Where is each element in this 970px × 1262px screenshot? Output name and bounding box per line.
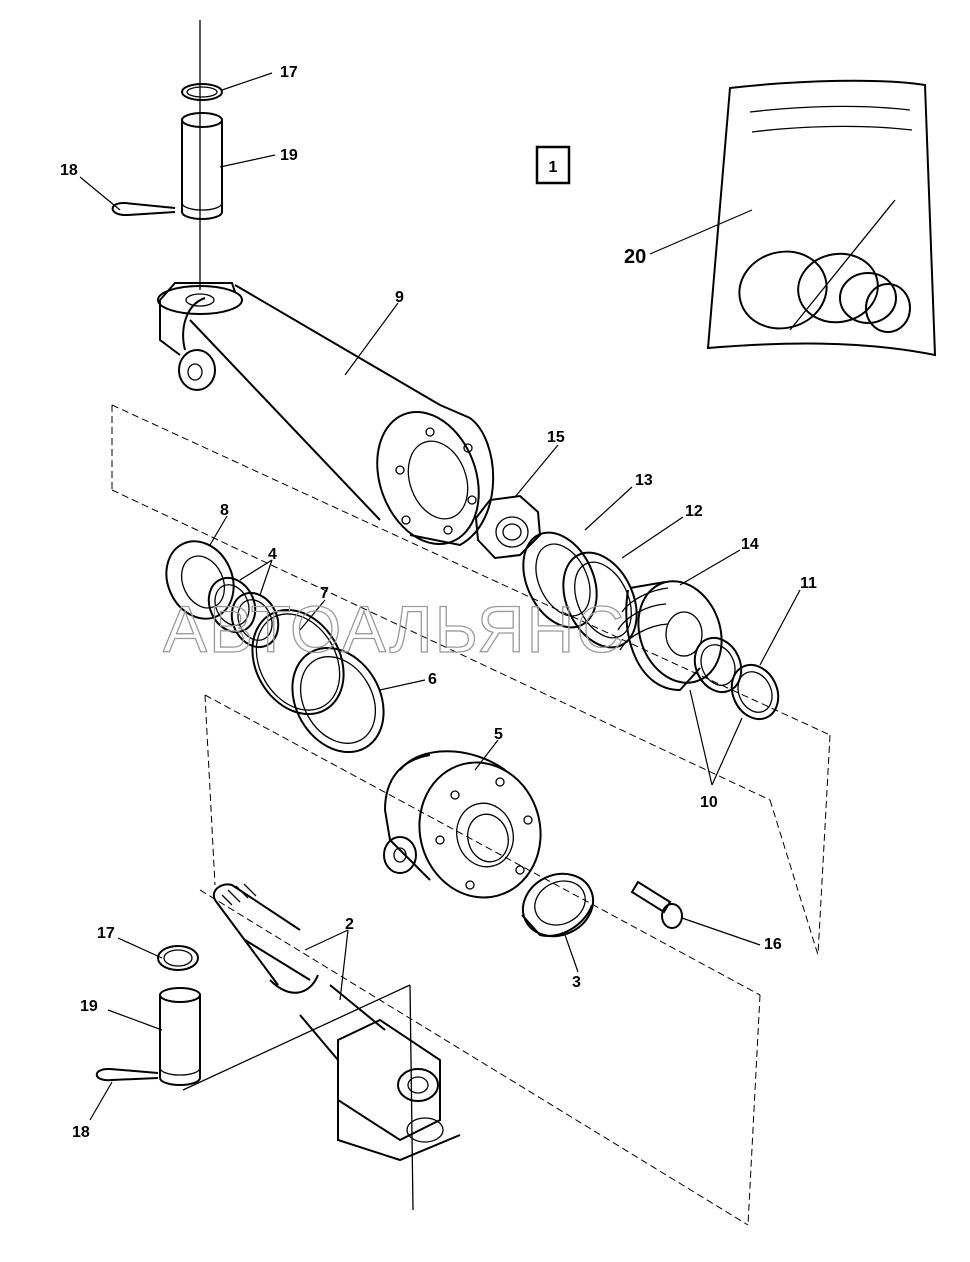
bushing bbox=[521, 872, 595, 938]
leader-lines bbox=[79, 72, 801, 1121]
circlip-bottom bbox=[157, 945, 199, 971]
callout-4: 4 bbox=[268, 546, 277, 563]
callout-7: 7 bbox=[320, 585, 329, 602]
group-box-label: 1 bbox=[549, 159, 558, 176]
callout-20: 20 bbox=[624, 246, 646, 268]
callout-17-top: 17 bbox=[280, 64, 298, 81]
callout-labels: 17 19 18 20 9 15 13 12 14 11 8 4 7 6 5 1… bbox=[60, 64, 817, 1141]
watermark: АВТОАЛЬЯНС bbox=[163, 592, 626, 666]
backup-rings-right bbox=[693, 636, 780, 721]
group-box: 1 bbox=[535, 145, 571, 185]
piston-seal bbox=[562, 551, 638, 649]
circlip-top bbox=[181, 83, 223, 101]
callout-16: 16 bbox=[764, 936, 782, 953]
o-ring bbox=[251, 608, 345, 716]
rod-seals bbox=[207, 576, 280, 649]
callout-15: 15 bbox=[547, 429, 565, 446]
guide-ring bbox=[522, 531, 598, 629]
callout-19-top: 19 bbox=[280, 147, 298, 164]
backup-ring bbox=[291, 646, 385, 754]
seal-kit-bag bbox=[706, 79, 937, 357]
callout-5: 5 bbox=[494, 726, 503, 743]
pin-top bbox=[181, 112, 223, 220]
cylinder-head bbox=[383, 750, 542, 899]
callout-12: 12 bbox=[685, 503, 703, 520]
callout-3: 3 bbox=[572, 974, 581, 991]
callout-18-bottom: 18 bbox=[72, 1124, 90, 1141]
nut bbox=[474, 494, 542, 560]
callout-10: 10 bbox=[700, 794, 718, 811]
callout-8: 8 bbox=[220, 502, 229, 519]
callout-9: 9 bbox=[395, 289, 404, 306]
callout-19-bottom: 19 bbox=[80, 998, 98, 1015]
cylinder-barrel bbox=[157, 282, 495, 547]
callout-2: 2 bbox=[345, 916, 354, 933]
callout-11: 11 bbox=[800, 575, 817, 592]
piston bbox=[617, 580, 723, 692]
callout-18-top: 18 bbox=[60, 162, 78, 179]
wiper-seal bbox=[165, 540, 235, 620]
callout-6: 6 bbox=[428, 671, 437, 688]
piston-rod bbox=[212, 883, 461, 1162]
callout-17-bottom: 17 bbox=[97, 925, 115, 942]
callout-13: 13 bbox=[635, 472, 653, 489]
split-pin-top bbox=[111, 201, 176, 217]
alignment-lines bbox=[111, 20, 831, 1226]
bolt bbox=[630, 880, 683, 929]
split-pin-bottom bbox=[95, 1067, 159, 1082]
callout-14: 14 bbox=[741, 536, 759, 553]
pin-bottom bbox=[159, 987, 201, 1086]
